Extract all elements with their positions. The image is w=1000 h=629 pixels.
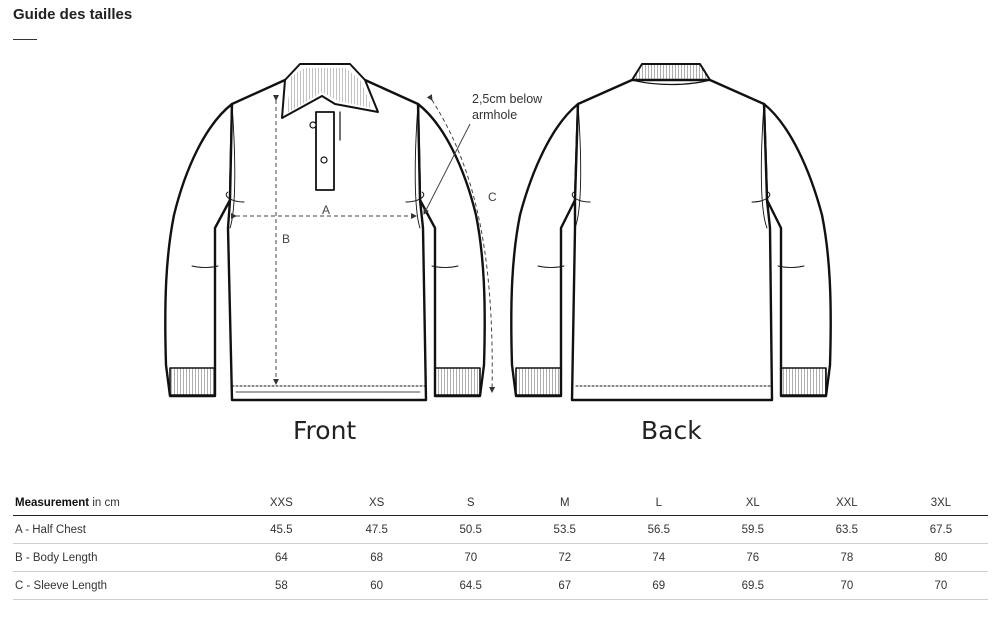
- back-body: [570, 78, 774, 402]
- table-cell: 45.5: [233, 515, 330, 544]
- back-collar: [631, 63, 711, 81]
- table-cell: 74: [611, 543, 706, 572]
- measurement-header-bold: Measurement: [15, 496, 90, 509]
- back-shirt: [510, 63, 832, 402]
- page-title: Guide des tailles: [13, 6, 133, 23]
- size-header: XL: [705, 490, 800, 516]
- front-left-sleeve: [164, 102, 234, 398]
- back-left-cuff: [515, 367, 562, 396]
- measurement-lines: [231, 94, 496, 393]
- table-cell: 47.5: [329, 515, 424, 544]
- label-b: B: [282, 232, 290, 246]
- note-line-1: 2,5cm below: [472, 92, 543, 106]
- table-cell: 76: [705, 543, 800, 572]
- front-placket: [315, 111, 335, 191]
- table-cell: 63.5: [799, 515, 894, 544]
- table-cell: 67.5: [893, 515, 988, 544]
- back-left-sleeve: [510, 102, 580, 398]
- table-cell: 58: [233, 571, 330, 600]
- size-header: XXS: [233, 490, 330, 516]
- label-c: C: [488, 190, 497, 204]
- front-right-cuff: [434, 367, 481, 396]
- table-cell: 50.5: [423, 515, 518, 544]
- table-cell: 59.5: [705, 515, 800, 544]
- row-label: B - Body Length: [13, 543, 233, 572]
- table-cell: 80: [893, 543, 988, 572]
- front-left-cuff: [169, 367, 216, 396]
- measurement-header-unit: in cm: [89, 496, 120, 509]
- back-view-label: Back: [641, 416, 702, 445]
- measure-c-line: [426, 94, 496, 393]
- row-label: C - Sleeve Length: [13, 571, 233, 600]
- table-row: A - Half Chest 45.5 47.5 50.5 53.5 56.5 …: [13, 515, 988, 544]
- table-cell: 70: [423, 543, 518, 572]
- front-button-2: [320, 156, 328, 164]
- table-cell: 69.5: [705, 571, 800, 600]
- size-table: Measurement in cm XXS XS S M L XL XXL 3X…: [13, 490, 988, 600]
- table-cell: 67: [517, 571, 612, 600]
- table-cell: 64.5: [423, 571, 518, 600]
- table-row: B - Body Length 64 68 70 72 74 76 78 80: [13, 543, 988, 572]
- size-header: XS: [329, 490, 424, 516]
- table-cell: 53.5: [517, 515, 612, 544]
- table-cell: 68: [329, 543, 424, 572]
- label-a: A: [322, 203, 330, 217]
- size-header: L: [611, 490, 706, 516]
- table-cell: 69: [611, 571, 706, 600]
- table-cell: 56.5: [611, 515, 706, 544]
- table-cell: 70: [799, 571, 894, 600]
- size-header: S: [423, 490, 518, 516]
- back-right-cuff: [780, 367, 827, 396]
- table-cell: 60: [329, 571, 424, 600]
- size-header: 3XL: [893, 490, 988, 516]
- front-view-label: Front: [293, 416, 357, 445]
- row-label: A - Half Chest: [13, 515, 233, 544]
- size-header: M: [517, 490, 612, 516]
- front-right-sleeve: [416, 102, 486, 398]
- garment-diagram: A B C 2,5cm below armhole: [164, 63, 832, 402]
- table-row: C - Sleeve Length 58 60 64.5 67 69 69.5 …: [13, 571, 988, 600]
- table-cell: 70: [893, 571, 988, 600]
- table-cell: 78: [799, 543, 894, 572]
- size-table-header-row: Measurement in cm XXS XS S M L XL XXL 3X…: [13, 490, 988, 516]
- note-line-2: armhole: [472, 108, 517, 122]
- front-button-1: [309, 121, 317, 129]
- note-leader-line: [423, 123, 471, 215]
- table-cell: 72: [517, 543, 612, 572]
- size-header: XXL: [799, 490, 894, 516]
- back-right-sleeve: [762, 102, 832, 398]
- table-cell: 64: [233, 543, 330, 572]
- front-shirt: [164, 63, 486, 402]
- title-underline: [13, 39, 37, 40]
- measurement-header: Measurement in cm: [13, 490, 233, 516]
